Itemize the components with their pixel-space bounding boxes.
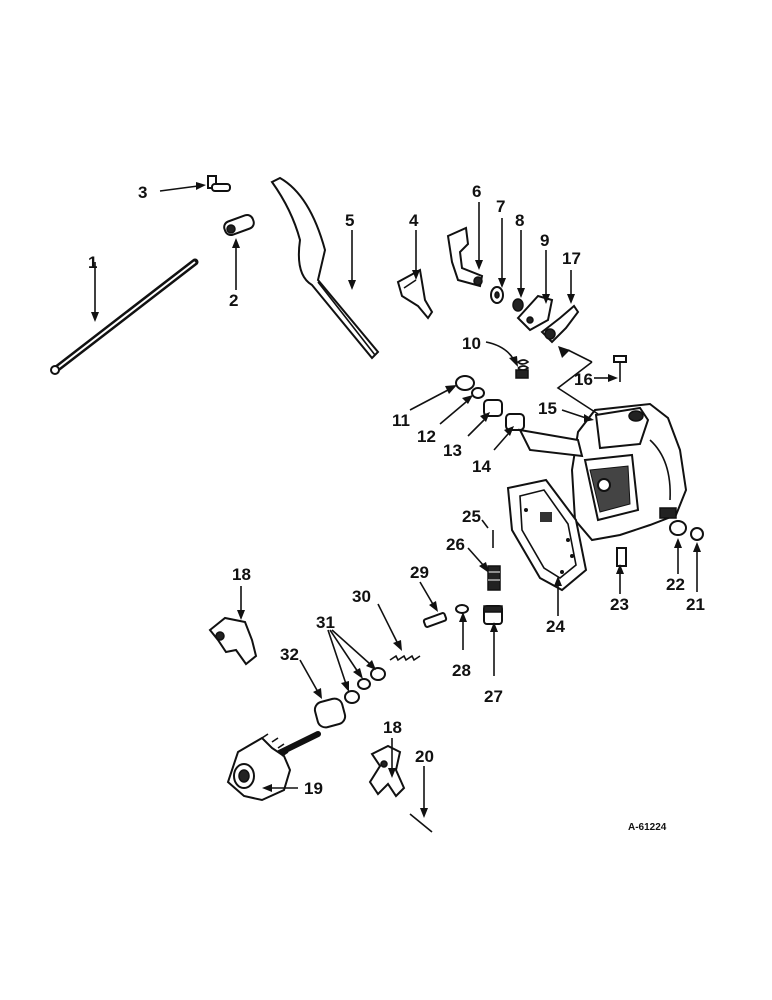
part-1-rod: [50, 258, 199, 375]
label-6: 6: [472, 182, 481, 201]
label-1: 1: [88, 253, 97, 272]
label-28: 28: [452, 661, 471, 680]
part-27-fitting: [483, 605, 503, 625]
part-24-gasket: [506, 478, 588, 592]
part-30-spring: [389, 654, 421, 662]
part-11-washer: [455, 375, 475, 391]
part-5-lever: [270, 176, 380, 360]
label-7: 7: [496, 197, 505, 216]
label-18-upper: 18: [232, 565, 251, 584]
part-28-ball: [455, 604, 469, 614]
label-29: 29: [410, 563, 429, 582]
label-31: 31: [316, 613, 335, 632]
label-13: 13: [443, 441, 462, 460]
part-18-fork-upper: [208, 616, 258, 666]
part-23-stud: [616, 547, 627, 567]
label-24: 24: [546, 617, 565, 636]
label-9: 9: [540, 231, 549, 250]
part-17-lever-plate: [540, 304, 580, 344]
part-18-fork-lower: [368, 744, 406, 798]
label-16: 16: [574, 370, 593, 389]
label-32: 32: [280, 645, 299, 664]
part-26-stud: [487, 565, 501, 591]
label-30: 30: [352, 587, 371, 606]
part-6-arm: [446, 226, 484, 288]
label-3: 3: [138, 183, 147, 202]
part-22-nut: [669, 520, 687, 536]
part-4-bracket: [396, 268, 434, 320]
label-26: 26: [446, 535, 465, 554]
part-8-washer: [512, 298, 524, 312]
label-15: 15: [538, 399, 557, 418]
label-17: 17: [562, 249, 581, 268]
label-23: 23: [610, 595, 629, 614]
part-13-bushing: [483, 399, 503, 417]
part-31-washers: [344, 667, 386, 704]
label-5: 5: [345, 211, 354, 230]
label-2: 2: [229, 291, 238, 310]
part-20-pin: [409, 813, 433, 833]
part-2-clevis: [223, 213, 255, 237]
part-10-spring: [515, 359, 530, 379]
drawing-code: A-61224: [628, 822, 667, 833]
part-15-housing: [518, 402, 688, 542]
label-25: 25: [462, 507, 481, 526]
part-32-bushing: [313, 697, 347, 729]
part-7-washer: [490, 286, 504, 304]
part-19-gear-shaft: [226, 731, 321, 802]
part-9-plate: [516, 294, 554, 332]
label-20: 20: [415, 747, 434, 766]
part-29-pin: [422, 612, 448, 628]
label-19: 19: [304, 779, 323, 798]
label-21: 21: [686, 595, 705, 614]
label-12: 12: [417, 427, 436, 446]
label-11: 11: [392, 411, 410, 430]
label-8: 8: [515, 211, 524, 230]
label-14: 14: [472, 457, 491, 476]
part-16-bolt: [613, 355, 627, 382]
label-22: 22: [666, 575, 685, 594]
label-27: 27: [484, 687, 503, 706]
label-18-lower: 18: [383, 718, 402, 737]
callout-labels: 1 2 3 4 5 6 7 8 9 10 11 12 13 14 15 16 1…: [88, 182, 705, 798]
part-21-washer: [690, 527, 704, 541]
leader-lines: [91, 182, 701, 818]
label-10: 10: [462, 334, 481, 353]
part-12-washer: [471, 387, 485, 399]
part-14-bushing: [505, 413, 525, 431]
label-4: 4: [409, 211, 419, 230]
part-3-pin: [207, 175, 231, 192]
